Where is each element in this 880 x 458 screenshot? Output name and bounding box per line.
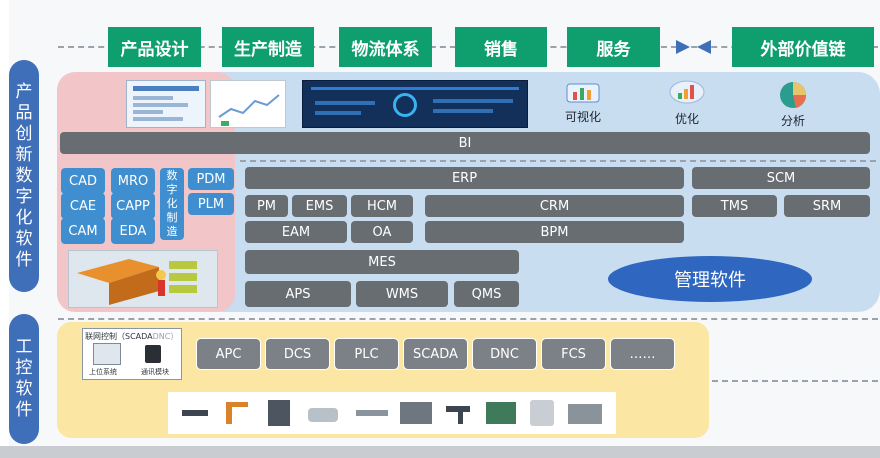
side-label-control-text: 工控软件 — [15, 337, 33, 420]
factory-image — [68, 250, 218, 308]
module-oa: OA — [351, 221, 413, 243]
module-tms: TMS — [692, 195, 777, 217]
analysis-icon — [772, 80, 814, 110]
module-icon — [145, 345, 161, 363]
arrow-right-icon — [676, 40, 690, 54]
tool-pdm: PDM — [188, 168, 234, 190]
dashboard-thumbnail-1 — [126, 80, 206, 128]
monitor-icon — [93, 343, 121, 365]
side-label-digital-text: 产品创新数字化软件 — [15, 81, 33, 270]
line-chart-icon — [218, 94, 280, 126]
control-more: …… — [610, 338, 675, 370]
module-hcm: HCM — [351, 195, 413, 217]
module-erp: ERP — [245, 167, 684, 189]
tool-mro: MRO — [111, 168, 155, 194]
module-mes: MES — [245, 250, 519, 274]
tool-cad: CAD — [61, 168, 105, 194]
dashboard-thumbnail-3 — [302, 80, 528, 128]
chain-service: 服务 — [567, 27, 660, 67]
chain-sales: 销售 — [455, 27, 547, 67]
tool-cae: CAE — [61, 193, 105, 219]
control-apc: APC — [196, 338, 261, 370]
label-optimize: 优化 — [674, 112, 699, 126]
equipment-strip — [168, 392, 616, 434]
scada-panel-title: 联网控制（SCADA — [85, 332, 153, 341]
bi-bar: BI — [60, 132, 870, 154]
bi-dashed-line — [240, 160, 876, 162]
scada-panel-title-extra: DNC） — [152, 332, 179, 341]
module-qms: QMS — [454, 281, 519, 307]
tool-cam: CAM — [61, 218, 105, 244]
module-eam: EAM — [245, 221, 347, 243]
left-edge — [0, 0, 9, 458]
control-fcs: FCS — [541, 338, 606, 370]
factory-scene-icon — [77, 259, 197, 305]
module-scm: SCM — [692, 167, 870, 189]
chain-external: 外部价值链 — [732, 27, 874, 67]
chain-manufacturing: 生产制造 — [222, 27, 314, 67]
module-pm: PM — [245, 195, 288, 217]
digital-manufacturing-vertical: 数字化制造 — [160, 168, 184, 240]
arrow-left-icon — [697, 40, 711, 54]
control-dcs: DCS — [265, 338, 330, 370]
optimize-icon — [668, 80, 706, 104]
label-visualization: 可视化 — [564, 110, 601, 124]
bottom-bar — [0, 446, 880, 458]
side-label-control: 工控软件 — [9, 314, 39, 444]
scada-panel: 联网控制（SCADADNC） 上位系统 通讯模块 — [82, 328, 182, 380]
control-dnc: DNC — [472, 338, 537, 370]
dashboard-thumbnail-2 — [210, 80, 286, 128]
tool-plm: PLM — [188, 193, 234, 215]
module-aps: APS — [245, 281, 351, 307]
scada-caption-1: 上位系统 — [89, 368, 117, 376]
module-wms: WMS — [356, 281, 448, 307]
management-software-label: 管理软件 — [608, 256, 812, 302]
module-crm: CRM — [425, 195, 684, 217]
control-scada: SCADA — [403, 338, 468, 370]
label-analysis: 分析 — [780, 114, 805, 128]
chain-logistics: 物流体系 — [339, 27, 432, 67]
visualization-icon — [565, 82, 601, 104]
tool-capp: CAPP — [111, 193, 155, 219]
module-ems: EMS — [292, 195, 347, 217]
control-dashed-line — [712, 380, 878, 382]
section-divider — [58, 318, 878, 320]
scada-caption-2: 通讯模块 — [141, 368, 169, 376]
control-plc: PLC — [334, 338, 399, 370]
side-label-digital: 产品创新数字化软件 — [9, 60, 39, 292]
module-srm: SRM — [784, 195, 870, 217]
chain-product-design: 产品设计 — [108, 27, 201, 67]
module-bpm: BPM — [425, 221, 684, 243]
equipment-icons — [182, 400, 602, 426]
tool-eda: EDA — [111, 218, 155, 244]
